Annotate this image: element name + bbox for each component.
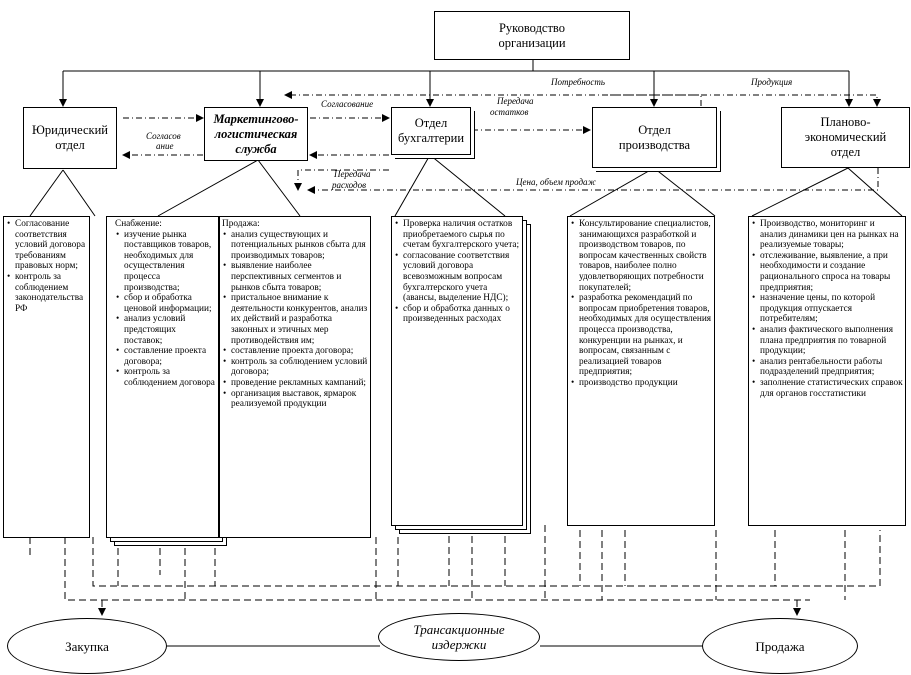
label-agreement-legal-1: Согласов — [146, 131, 181, 141]
planning-task-item: Производство, мониторинг и анализ динами… — [752, 219, 903, 251]
bottom-line — [715, 530, 846, 600]
marketing-dept-line1: Маркетингово- — [213, 111, 299, 126]
sales-task-item: выявление наиболее перспективных сегмент… — [223, 261, 368, 293]
accounting-tasks-box: Проверка наличия остатков приобретаемого… — [391, 216, 523, 526]
legal-tasks-box: Согласование соответствия условий догово… — [3, 216, 90, 538]
sales-task-item: составление проекта договора; — [223, 346, 368, 357]
accounting-dept-line1: Отдел — [414, 116, 448, 130]
accounting-dept-box: Отдел бухгалтерии — [391, 107, 471, 155]
sales-heading: Продажа: — [222, 219, 260, 229]
sales-task-item: пристальное внимание к деятельности конк… — [223, 293, 368, 346]
planning-dept-line3: отдел — [830, 145, 861, 159]
fan-line — [751, 167, 903, 217]
bottom-line — [504, 525, 546, 600]
supply-task-item: составление проекта договора; — [116, 346, 216, 367]
sale-label: Продажа — [755, 638, 805, 654]
bottom-line — [159, 537, 216, 600]
planning-dept-line2: экономический — [804, 130, 887, 144]
flow-product — [610, 94, 881, 107]
fan-line — [394, 154, 506, 217]
legal-task-item: контроль за соблюдением законодательства… — [7, 272, 87, 314]
bottom-line — [92, 530, 881, 587]
transaction-costs-line2: издержки — [431, 637, 487, 652]
supply-task-item: сбор и обработка ценовой информации; — [116, 293, 216, 314]
label-agreement-legal-2: ание — [156, 141, 174, 151]
transaction-costs-line1: Трансакционные — [413, 622, 505, 637]
production-task-item: производство продукции — [571, 378, 712, 389]
label-transfer-rest-2: остатков — [490, 107, 529, 117]
sales-task-item: контроль за соблюдением условий договора… — [223, 357, 368, 378]
accounting-dept-line2: бухгалтерии — [397, 131, 465, 145]
supply-task-item: контроль за соблюдением договора — [116, 367, 216, 388]
planning-task-item: заполнение статистических справок для ор… — [752, 378, 903, 399]
label-transfer-cost-1: Передача — [334, 169, 371, 179]
purchase-label: Закупка — [65, 638, 109, 654]
label-agreement-top: Согласование — [321, 99, 374, 109]
production-tasks-box: Консультирование специалистов, занимающи… — [567, 216, 715, 526]
sales-task-item: организация выставок, ярмарок реализуемо… — [223, 389, 368, 410]
marketing-dept-line2: логистическая — [214, 126, 298, 141]
legal-dept-box: Юридический отдел — [23, 107, 117, 169]
sales-task-item: анализ существующих и потенциальных рынк… — [223, 230, 368, 262]
planning-task-item: назначение цены, по которой продукция от… — [752, 293, 903, 325]
accounting-task-item: Проверка наличия остатков приобретаемого… — [395, 219, 520, 251]
fan-line — [157, 159, 301, 217]
supply-task-item: анализ условий предстоящих поставок; — [116, 314, 216, 346]
bottom-line — [448, 525, 473, 600]
planning-tasks-box: Производство, мониторинг и анализ динами… — [748, 216, 906, 526]
sales-tasks-box: Продажа: анализ существующих и потенциал… — [219, 216, 371, 538]
production-task-item: Консультирование специалистов, занимающи… — [571, 219, 712, 293]
planning-dept-line1: Планово- — [820, 115, 871, 129]
label-transfer-cost-2: расходов — [332, 180, 366, 190]
planning-task-item: анализ рентабельности работы подразделен… — [752, 357, 903, 378]
production-dept-line1: Отдел — [638, 122, 671, 137]
planning-task-item: отслеживание, выявление, а при необходим… — [752, 251, 903, 293]
legal-task-item: Согласование соответствия условий догово… — [7, 219, 87, 272]
accounting-task-item: сбор и обработка данных о произведенных … — [395, 304, 520, 325]
flow-transfer-cost — [294, 169, 389, 191]
fan-line — [569, 167, 716, 217]
legal-dept-line1: Юридический — [32, 123, 108, 137]
supply-heading: Снабжение: — [115, 219, 162, 229]
sales-task-item: проведение рекламных кампаний; — [223, 378, 368, 389]
bottom-line — [29, 537, 810, 601]
purchase-oval: Закупка — [7, 618, 167, 674]
org-management-line2: организации — [498, 35, 566, 50]
production-task-item: разработка рекомендаций по вопросам прио… — [571, 293, 712, 378]
label-price-volume: Цена, объем продаж — [516, 177, 596, 187]
bottom-line — [375, 537, 399, 600]
marketing-dept-box: Маркетингово- логистическая служба — [204, 107, 308, 161]
production-dept-box: Отдел производства — [592, 107, 717, 168]
flow-price-volume — [307, 168, 879, 194]
planning-task-item: анализ фактического выполнения плана пре… — [752, 325, 903, 357]
tree-line — [63, 60, 849, 72]
label-transfer-rest-1: Передача — [497, 96, 534, 106]
marketing-dept-line3: служба — [235, 141, 277, 156]
flow-need — [284, 91, 702, 106]
sale-oval: Продажа — [702, 618, 858, 674]
label-need: Потребность — [551, 77, 605, 87]
fan-line — [29, 169, 96, 217]
org-management-line1: Руководство — [498, 20, 566, 35]
transaction-costs-oval: Трансакционные издержки — [378, 613, 540, 661]
planning-dept-box: Планово- экономический отдел — [781, 107, 910, 168]
accounting-task-item: согласование соответствия условий догово… — [395, 251, 520, 304]
label-product: Продукция — [751, 77, 793, 87]
org-management-box: Руководство организации — [434, 11, 630, 60]
supply-tasks-box: Снабжение: изучение рынка поставщиков то… — [106, 216, 219, 538]
bottom-line — [579, 530, 626, 600]
legal-dept-line2: отдел — [55, 138, 85, 152]
production-dept-line2: производства — [618, 137, 691, 152]
supply-task-item: изучение рынка поставщиков товаров, необ… — [116, 230, 216, 294]
